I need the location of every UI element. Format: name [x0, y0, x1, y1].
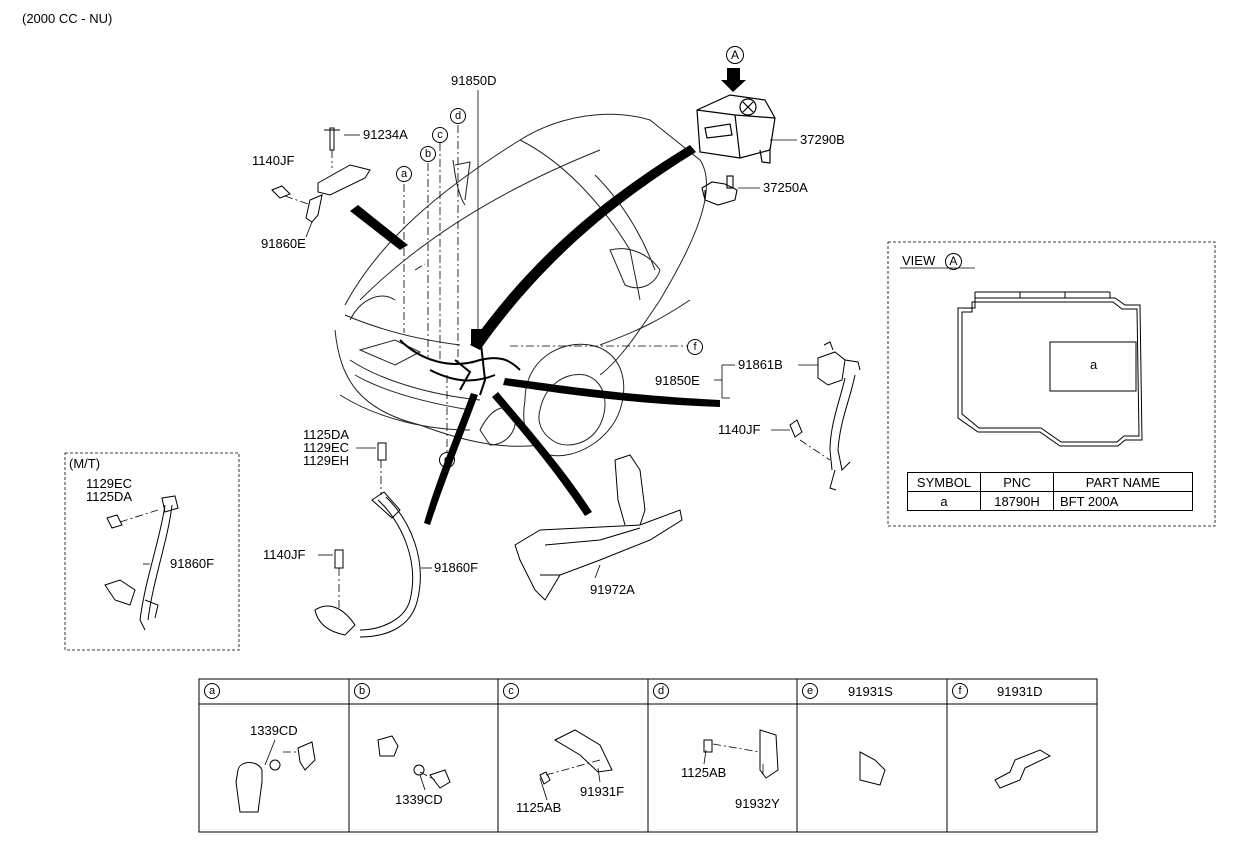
callout-d: d [450, 108, 466, 124]
mt-cable [104, 495, 179, 631]
part-91972A: 91972A [590, 582, 635, 597]
detail-letter-c: c [503, 683, 519, 699]
mt-part-91860F: 91860F [170, 556, 215, 571]
bracket-91972A [514, 454, 683, 601]
header-symbol: SYMBOL [907, 472, 981, 492]
battery-37290B [696, 94, 776, 164]
part-1140JF-top: 1140JF [252, 153, 295, 168]
mt-part-1129EC: 1129EC [86, 476, 133, 491]
header-pnc: PNC [980, 472, 1054, 492]
view-a-box [887, 241, 1216, 527]
detail-header-c: c [503, 679, 519, 704]
part-91860F: 91860F [434, 560, 479, 575]
detail-table-grid [198, 678, 1098, 833]
detail-letter-f: f [952, 683, 968, 699]
callout-A-top: A [726, 46, 744, 64]
part-91850E: 91850E [655, 373, 700, 388]
part-91861B: 91861B [738, 357, 783, 372]
view-arrow [721, 68, 746, 92]
detail-header-b: b [354, 679, 370, 704]
symbol-table: SYMBOL PNC PART NAME a 18790H BFT 200A [907, 472, 1193, 511]
symbol-table-row: a 18790H BFT 200A [907, 491, 1193, 511]
part-37290B: 37290B [800, 132, 845, 147]
detail-pnc-e: 91931S [848, 684, 893, 699]
engine-note: (2000 CC - NU) [22, 11, 113, 26]
view-marker: A [944, 253, 962, 270]
detail-parts [235, 729, 1052, 813]
detail-letter-e: e [802, 683, 818, 699]
detail-d-91932Y: 91932Y [735, 796, 780, 811]
cable-91860F [314, 442, 421, 638]
part-1140JF-bottom: 1140JF [263, 547, 306, 562]
view-title: VIEW A [902, 253, 962, 270]
cable-91860E [271, 127, 371, 223]
fuse-block-outline [957, 291, 1143, 447]
cell-part-name: BFT 200A [1053, 491, 1193, 511]
callout-b: b [420, 146, 436, 162]
part-1129EC: 1129EC [303, 440, 350, 455]
callout-c: c [432, 127, 448, 143]
part-91234A: 91234A [363, 127, 408, 142]
detail-header-d: d [653, 679, 669, 704]
detail-d-1125AB: 1125AB [681, 765, 727, 780]
symbol-table-header: SYMBOL PNC PART NAME [907, 472, 1193, 492]
main-harness [399, 329, 521, 396]
detail-c-91931F: 91931F [580, 784, 625, 799]
view-box-label: a [1090, 357, 1098, 372]
part-1140JF-right: 1140JF [718, 422, 761, 437]
leader-lines [143, 90, 818, 801]
detail-letter-d: d [653, 683, 669, 699]
part-91850D: 91850D [451, 73, 497, 88]
part-37250A: 37250A [763, 180, 808, 195]
detail-b-1339CD: 1339CD [395, 792, 443, 807]
detail-letter-a: a [204, 683, 220, 699]
dashed-leaders [119, 125, 831, 781]
detail-header-e: e [802, 679, 818, 704]
callout-e: e [439, 452, 455, 468]
sensor-37250A [701, 175, 738, 206]
header-part-name: PART NAME [1053, 472, 1193, 492]
detail-header-f: f [952, 679, 968, 704]
callout-f: f [687, 339, 703, 355]
mt-title: (M/T) [69, 456, 101, 471]
mt-box [64, 452, 240, 651]
detail-header-a: a [204, 679, 220, 704]
detail-pnc-f: 91931D [997, 684, 1043, 699]
cable-91861B [789, 341, 861, 491]
detail-a-1339CD: 1339CD [250, 723, 298, 738]
detail-c-1125AB: 1125AB [516, 800, 562, 815]
callout-a: a [396, 166, 412, 182]
mt-part-1125DA: 1125DA [86, 489, 133, 504]
cell-pnc: 18790H [980, 491, 1054, 511]
part-1125DA: 1125DA [303, 427, 350, 442]
part-91860E: 91860E [261, 236, 306, 251]
view-title-text: VIEW [902, 253, 936, 268]
detail-letter-b: b [354, 683, 370, 699]
part-1129EH: 1129EH [303, 453, 350, 468]
cell-symbol: a [907, 491, 981, 511]
